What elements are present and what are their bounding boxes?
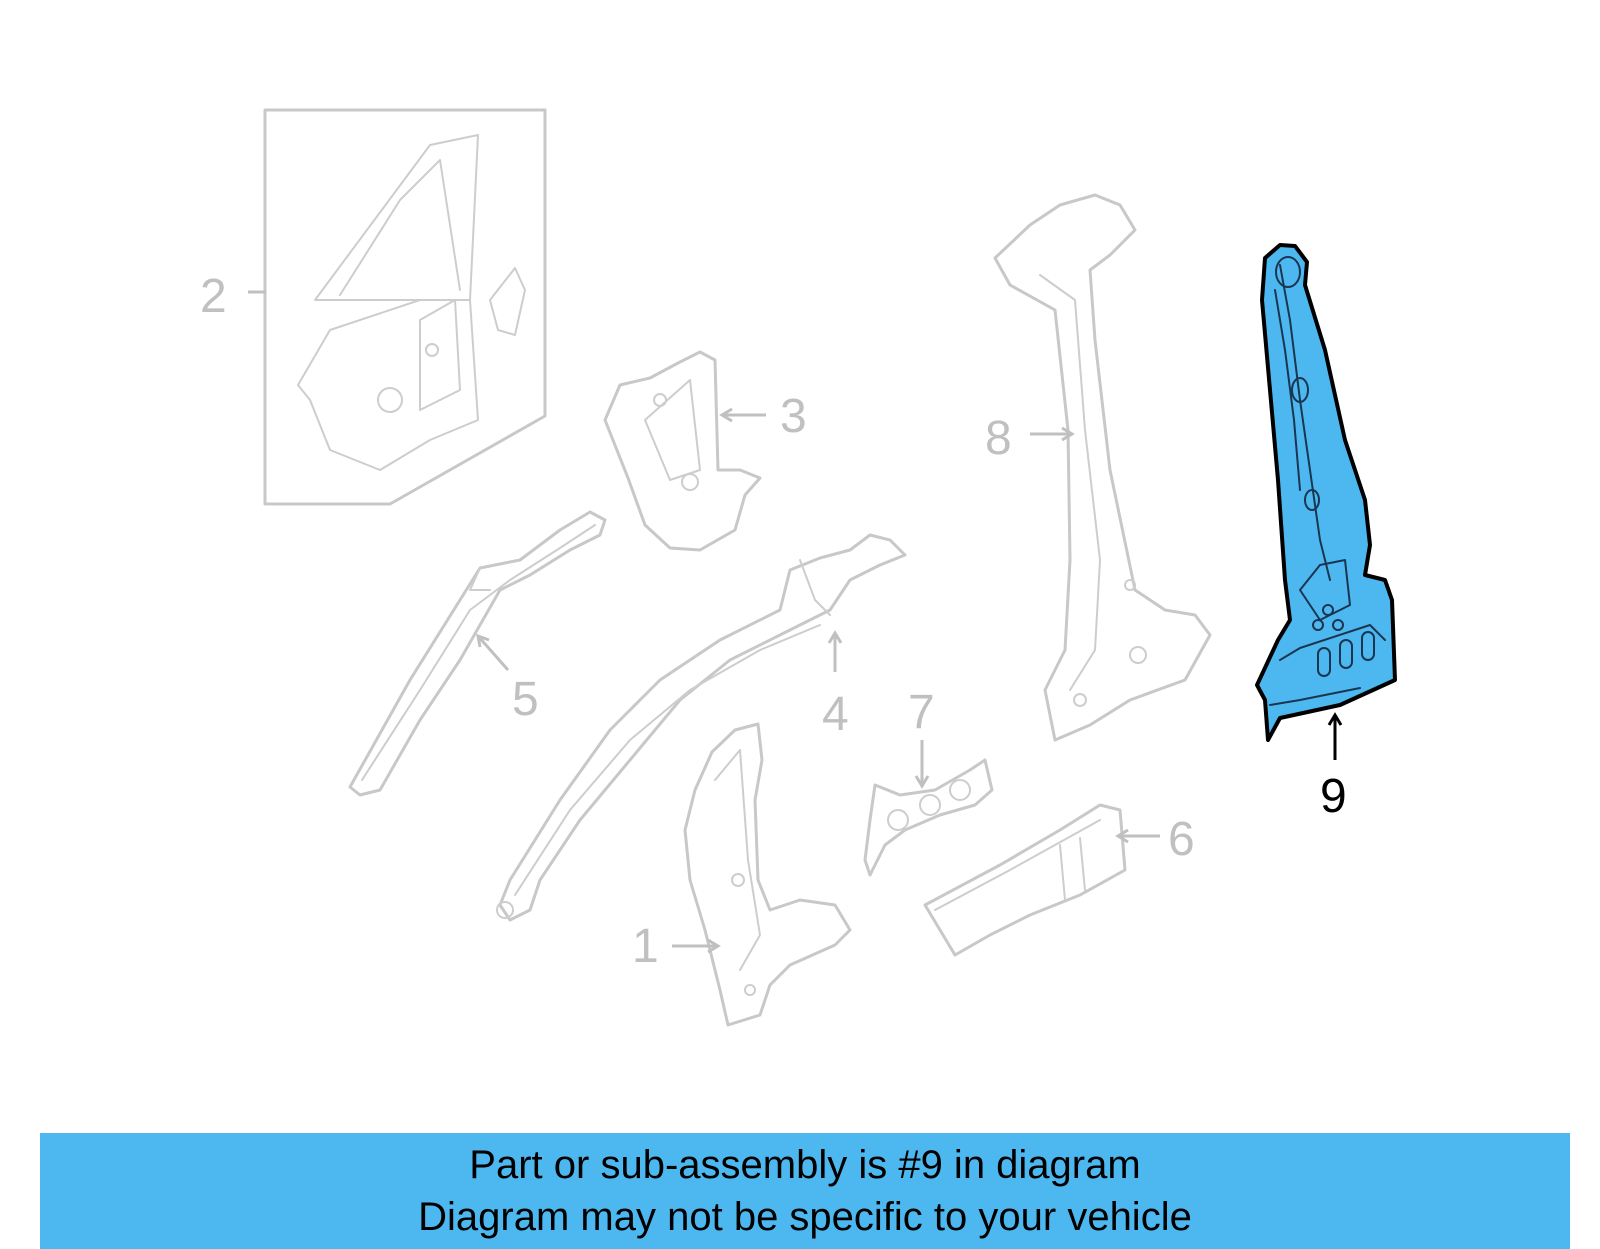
info-banner: Part or sub-assembly is #9 in diagram Di… (40, 1133, 1570, 1249)
svg-text:6: 6 (1168, 813, 1195, 866)
svg-text:1: 1 (632, 920, 659, 973)
callout-6: 6 (1115, 813, 1195, 866)
svg-text:7: 7 (908, 686, 935, 739)
callout-2: 2 (200, 270, 266, 323)
callout-1: 1 (632, 920, 721, 973)
svg-text:5: 5 (512, 673, 539, 726)
callout-9: 9 (1320, 712, 1347, 823)
part-9-highlighted[interactable] (1255, 243, 1397, 742)
part-8[interactable] (993, 193, 1212, 742)
banner-line-part-number: Part or sub-assembly is #9 in diagram (469, 1143, 1141, 1187)
svg-text:8: 8 (985, 412, 1012, 465)
part-7[interactable] (863, 758, 994, 877)
part-1[interactable] (683, 722, 852, 1027)
callout-3: 3 (719, 390, 807, 443)
callout-4: 4 (822, 630, 849, 741)
callout-8: 8 (985, 412, 1075, 465)
banner-line-disclaimer: Diagram may not be specific to your vehi… (418, 1195, 1192, 1239)
callout-5: 5 (476, 633, 539, 726)
part-4[interactable] (496, 533, 907, 922)
svg-text:4: 4 (822, 688, 849, 741)
svg-text:9: 9 (1320, 770, 1347, 823)
svg-text:3: 3 (780, 390, 807, 443)
part-6[interactable] (923, 803, 1127, 957)
part-5[interactable] (348, 510, 607, 797)
part-2-inset[interactable] (263, 108, 547, 506)
svg-text:2: 2 (200, 270, 227, 323)
callout-7: 7 (908, 686, 935, 789)
part-3[interactable] (603, 350, 762, 552)
